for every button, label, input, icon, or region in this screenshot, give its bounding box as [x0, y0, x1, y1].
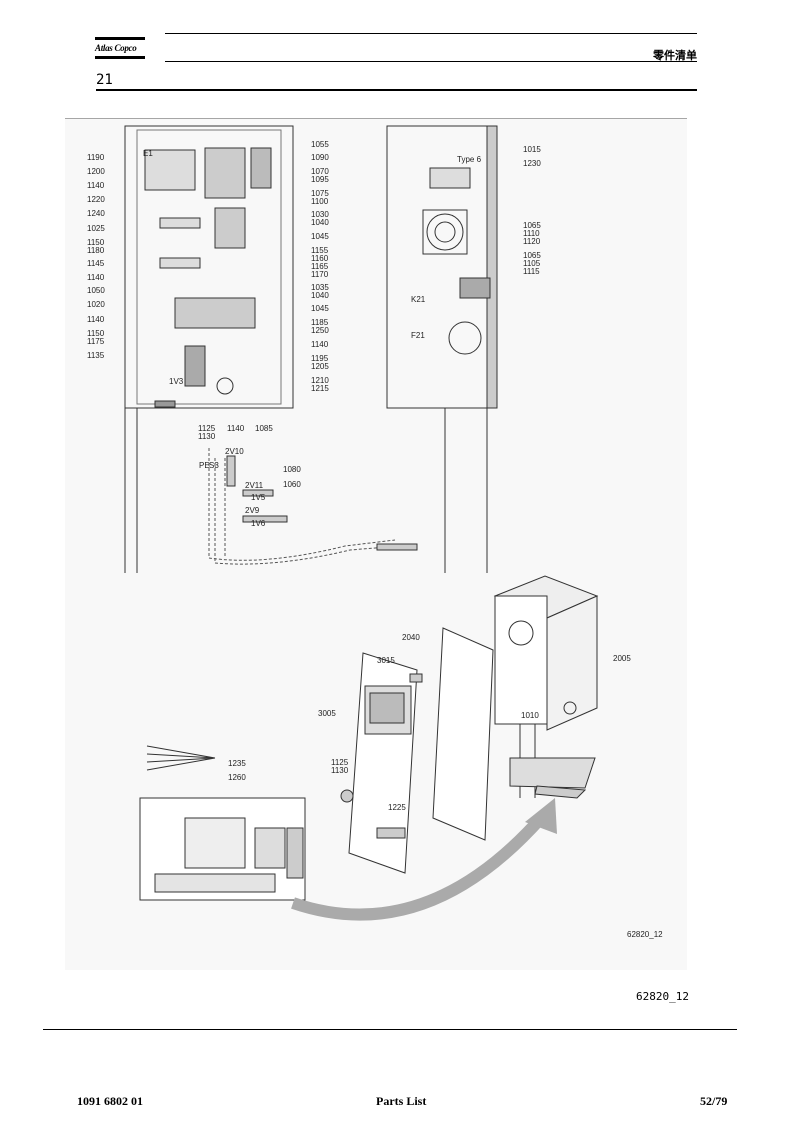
svg-text:1240: 1240	[87, 209, 105, 218]
svg-text:1125: 1125	[331, 758, 349, 767]
svg-text:1230: 1230	[523, 159, 541, 168]
svg-text:1140: 1140	[227, 424, 245, 433]
svg-text:1025: 1025	[87, 224, 105, 233]
svg-text:1030: 1030	[311, 210, 329, 219]
svg-text:1130: 1130	[198, 432, 216, 441]
svg-text:1140: 1140	[311, 340, 329, 349]
svg-text:1235: 1235	[228, 759, 246, 768]
curved-arrow	[291, 814, 546, 921]
svg-text:1045: 1045	[311, 304, 329, 313]
page-label: 零件清单	[653, 49, 697, 62]
svg-text:1100: 1100	[311, 197, 329, 206]
svg-text:1V3: 1V3	[169, 377, 184, 386]
svg-text:1150: 1150	[87, 238, 105, 247]
svg-text:2V9: 2V9	[245, 506, 260, 515]
section-number: 21	[96, 72, 113, 88]
svg-text:1120: 1120	[523, 237, 541, 246]
svg-text:1190: 1190	[87, 153, 105, 162]
brand-logo-text: Atlas Copco	[95, 43, 137, 53]
svg-text:1180: 1180	[87, 246, 105, 255]
svg-text:1220: 1220	[87, 195, 105, 204]
svg-text:3005: 3005	[318, 709, 336, 718]
svg-text:1185: 1185	[311, 318, 329, 327]
svg-text:1140: 1140	[87, 273, 105, 282]
svg-text:1145: 1145	[87, 259, 105, 268]
svg-text:1045: 1045	[311, 232, 329, 241]
svg-text:1150: 1150	[87, 329, 105, 338]
footer-rule	[43, 1029, 737, 1030]
svg-text:1085: 1085	[255, 424, 273, 433]
svg-text:1200: 1200	[87, 167, 105, 176]
svg-text:E1: E1	[143, 149, 153, 158]
svg-text:2005: 2005	[613, 654, 631, 663]
svg-text:1210: 1210	[311, 376, 329, 385]
panel-door	[340, 627, 494, 874]
svg-text:1250: 1250	[311, 326, 329, 335]
svg-text:1260: 1260	[228, 773, 246, 782]
svg-text:1040: 1040	[311, 218, 329, 227]
svg-text:1110: 1110	[523, 229, 540, 238]
svg-text:S3: S3	[209, 461, 219, 470]
svg-text:1065: 1065	[523, 221, 541, 230]
svg-text:1015: 1015	[523, 145, 541, 154]
svg-text:1195: 1195	[311, 354, 329, 363]
svg-text:1105: 1105	[523, 259, 541, 268]
right-cabinet	[386, 125, 498, 573]
svg-text:1040: 1040	[311, 291, 329, 300]
header-rule-bottom	[165, 61, 697, 62]
svg-text:1070: 1070	[311, 167, 329, 176]
svg-text:Type 6: Type 6	[457, 155, 482, 164]
section-rule	[96, 89, 697, 91]
svg-text:1010: 1010	[521, 711, 539, 720]
svg-text:1140: 1140	[87, 315, 105, 324]
svg-text:K21: K21	[411, 295, 426, 304]
svg-text:1050: 1050	[87, 286, 105, 295]
svg-text:1175: 1175	[87, 337, 105, 346]
svg-text:1205: 1205	[311, 362, 329, 371]
exploded-cabinet	[493, 575, 599, 799]
svg-text:1060: 1060	[283, 480, 301, 489]
svg-text:1090: 1090	[311, 153, 329, 162]
figure-code: 62820_12	[636, 990, 689, 1003]
left-cabinet	[124, 125, 294, 573]
wire-harness	[208, 448, 401, 565]
svg-text:1055: 1055	[311, 140, 329, 149]
svg-text:1065: 1065	[523, 251, 541, 260]
cable-1235	[146, 745, 216, 771]
svg-text:PE: PE	[199, 461, 210, 470]
svg-text:1125: 1125	[198, 424, 216, 433]
svg-text:1225: 1225	[388, 803, 406, 812]
svg-text:1080: 1080	[283, 465, 301, 474]
svg-text:1115: 1115	[523, 267, 540, 276]
footer-title: Parts List	[376, 1094, 427, 1108]
svg-text:2V11: 2V11	[245, 481, 264, 490]
header-rule-top	[165, 33, 697, 34]
svg-text:1V5: 1V5	[251, 493, 266, 502]
svg-text:F21: F21	[411, 331, 425, 340]
svg-text:2040: 2040	[402, 633, 420, 642]
svg-text:1140: 1140	[87, 181, 105, 190]
svg-text:62820_12: 62820_12	[627, 930, 663, 939]
svg-text:1130: 1130	[331, 766, 349, 775]
svg-text:1020: 1020	[87, 300, 105, 309]
footer-page: 52/79	[700, 1094, 728, 1108]
svg-text:3015: 3015	[377, 656, 395, 665]
svg-text:1215: 1215	[311, 384, 329, 393]
svg-text:1135: 1135	[87, 351, 105, 360]
svg-text:1V6: 1V6	[251, 519, 266, 528]
svg-text:1170: 1170	[311, 270, 329, 279]
svg-text:1160: 1160	[311, 254, 329, 263]
svg-text:1165: 1165	[311, 262, 329, 271]
svg-text:2V10: 2V10	[225, 447, 244, 456]
svg-text:1095: 1095	[311, 175, 329, 184]
svg-text:1075: 1075	[311, 189, 329, 198]
svg-text:1155: 1155	[311, 246, 329, 255]
svg-text:1035: 1035	[311, 283, 329, 292]
wiring-diagram-sheet	[139, 797, 306, 901]
brand-logo: Atlas Copco	[95, 37, 145, 61]
footer-doc-number: 1091 6802 01	[77, 1094, 143, 1108]
